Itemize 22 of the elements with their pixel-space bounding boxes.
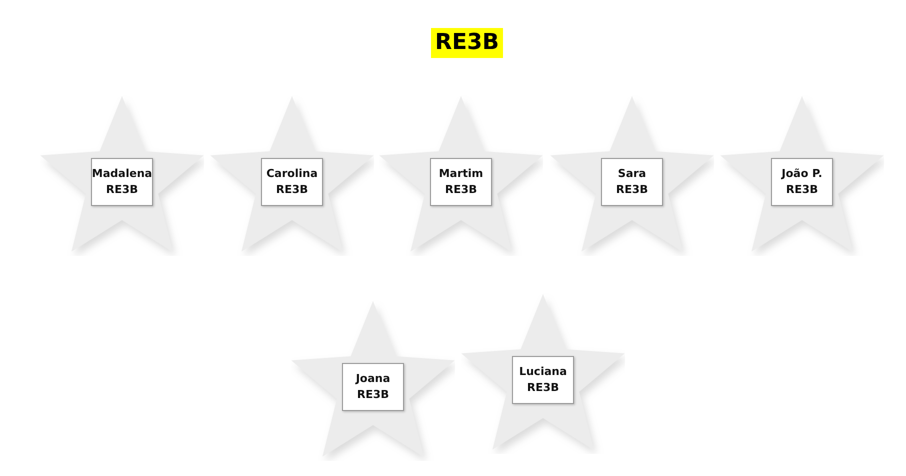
name-card [512,356,574,404]
person-name: Martim [438,166,484,182]
name-card [601,158,663,206]
class-label: RE3B [444,182,478,198]
class-label: RE3B [276,182,308,198]
class-label: RE3B [356,387,390,403]
title: RE3B [431,28,504,58]
class-label: RE3B [786,182,818,198]
name-card [261,158,323,206]
class-label: RE3B [616,182,648,198]
class-label: RE3B [106,182,138,198]
name-card [771,158,833,206]
class-label: RE3B [526,380,560,396]
person-name: Madalena [92,166,152,182]
person-name: Joana [356,371,390,387]
person-name: Sara [618,166,646,182]
person-name: Luciana [519,364,567,380]
person-name: Carolina [266,166,318,182]
name-card [430,158,492,206]
person-name: João P. [782,166,822,182]
name-card [342,363,404,411]
name-card [91,158,153,206]
